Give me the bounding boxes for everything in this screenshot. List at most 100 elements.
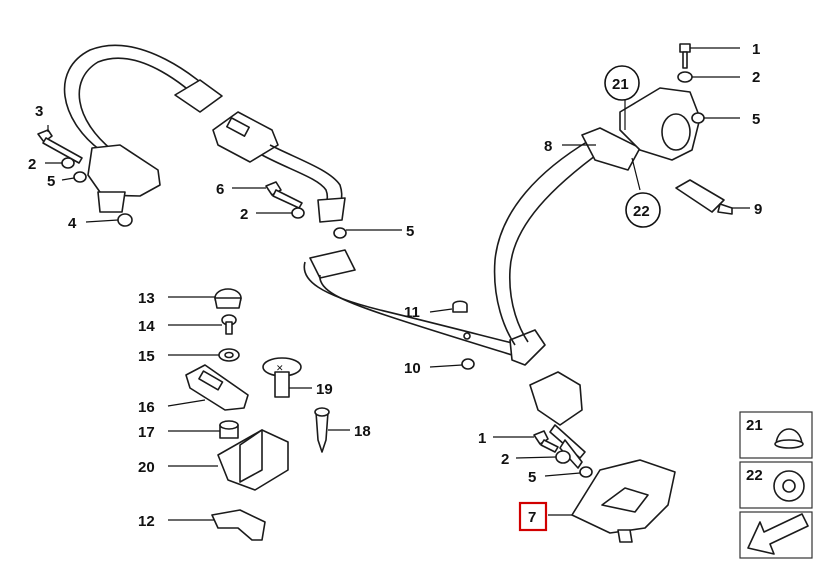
nut-icon [73,171,87,183]
callouts: 1 2 5 21 8 22 9 3 2 5 4 6 2 5 13 14 15 1… [28,41,762,532]
callout-5: 5 [752,111,760,128]
tongue-slot [226,117,250,137]
pin-end-icon [717,203,733,215]
grommet-hole-icon [782,479,796,493]
belt-loop-inner [78,57,206,151]
retractor-spool [661,113,691,151]
self-tap-screw-icon [315,411,329,453]
nut-icon [461,358,475,370]
belt-tongue-upper [212,111,279,163]
nut-icon [579,466,593,478]
base-bracket [211,509,266,541]
lap-belt-center [303,249,546,366]
bolt-shaft-icon [540,439,559,453]
bolt-shaft-icon [42,137,83,164]
callout-21-circle [604,65,640,101]
right-fasteners [675,43,733,215]
callout-15: 15 [138,348,155,365]
callout-8: 8 [544,138,552,155]
center-fasteners [452,300,475,370]
lap-belt-strap-outer [303,261,521,346]
belt-guide-clip [174,79,223,113]
buckle-strap [549,424,586,459]
rear-belt-left [63,44,346,223]
cap-rim-icon [774,439,804,449]
callout-20: 20 [138,459,155,476]
washer-hole-icon [224,351,234,359]
left-lower-parts: ✕ [185,288,330,541]
nut-icon [463,332,471,340]
buckle-cover [571,459,676,543]
callout-22: 22 [633,203,650,220]
callout-2: 2 [501,451,509,468]
lap-belt-tongue [509,329,546,366]
callout-21: 21 [612,76,629,93]
cap-body-icon [214,297,242,309]
bolt-icon [679,43,691,53]
left-fasteners [37,129,133,227]
callout-16: 16 [138,399,155,416]
callout-10: 10 [404,360,421,377]
callout-14: 14 [138,318,155,335]
callout-7-highlight [518,501,548,532]
rivet-icon [452,300,468,313]
buckle-receiver [529,371,583,426]
callout-22-circle [625,192,661,228]
callout-7: 7 [528,509,536,526]
callout-3: 3 [35,103,43,120]
spacer-top-icon [219,420,239,430]
nut-icon [691,112,705,124]
lap-belt-anchor [309,249,356,279]
washer-icon [555,450,571,464]
callout-12: 12 [138,513,155,530]
callout-5: 5 [406,223,414,240]
shoulder-belt-right [493,87,701,469]
legend-label-21: 21 [746,417,763,434]
lap-belt-strap-inner [319,274,513,356]
callout-19: 19 [316,381,333,398]
callout-2: 2 [752,69,760,86]
callout-5: 5 [47,173,55,190]
legend: 21 22 [739,411,813,559]
legend-label-22: 22 [746,467,763,484]
retractor-left-bracket [97,191,126,213]
lower-right-fasteners [533,430,593,478]
belt-loop-outer [63,44,216,151]
screw-head-icon [314,407,330,417]
arrow-down-left-icon [747,513,809,555]
belt-lower-anchor [317,197,346,223]
shoulder-belt-inner [509,149,604,343]
bolt-shaft-icon [682,51,688,69]
callout-4: 4 [68,215,77,232]
screw-shaft-icon [225,321,233,335]
callout-5: 5 [528,469,536,486]
pin-icon [675,179,725,213]
bolt-icon [37,129,53,143]
callout-13: 13 [138,290,155,307]
bolt-shaft-icon [272,189,303,209]
bracket-side [239,429,263,483]
washer-icon [61,157,75,169]
callout-6: 6 [216,181,224,198]
washer-icon [291,207,305,219]
mid-fasteners [265,181,347,239]
callout-2: 2 [28,156,36,173]
nut-icon [117,213,133,227]
buckle-cover-clip [617,529,633,543]
callout-2: 2 [240,206,248,223]
buckle-cover-slot [601,487,649,513]
leader-lines [45,47,750,521]
washer-icon [677,71,693,83]
plate-slot [198,370,224,391]
buckle-bracket [559,439,583,469]
shoulder-belt-outer [493,139,591,346]
callout-1: 1 [752,41,760,58]
push-pin-stem-icon [274,371,290,398]
callout-18: 18 [354,423,371,440]
callout-11: 11 [404,304,420,321]
belt-guide-upper [581,127,641,171]
callout-1: 1 [478,430,486,447]
callout-9: 9 [754,201,762,218]
